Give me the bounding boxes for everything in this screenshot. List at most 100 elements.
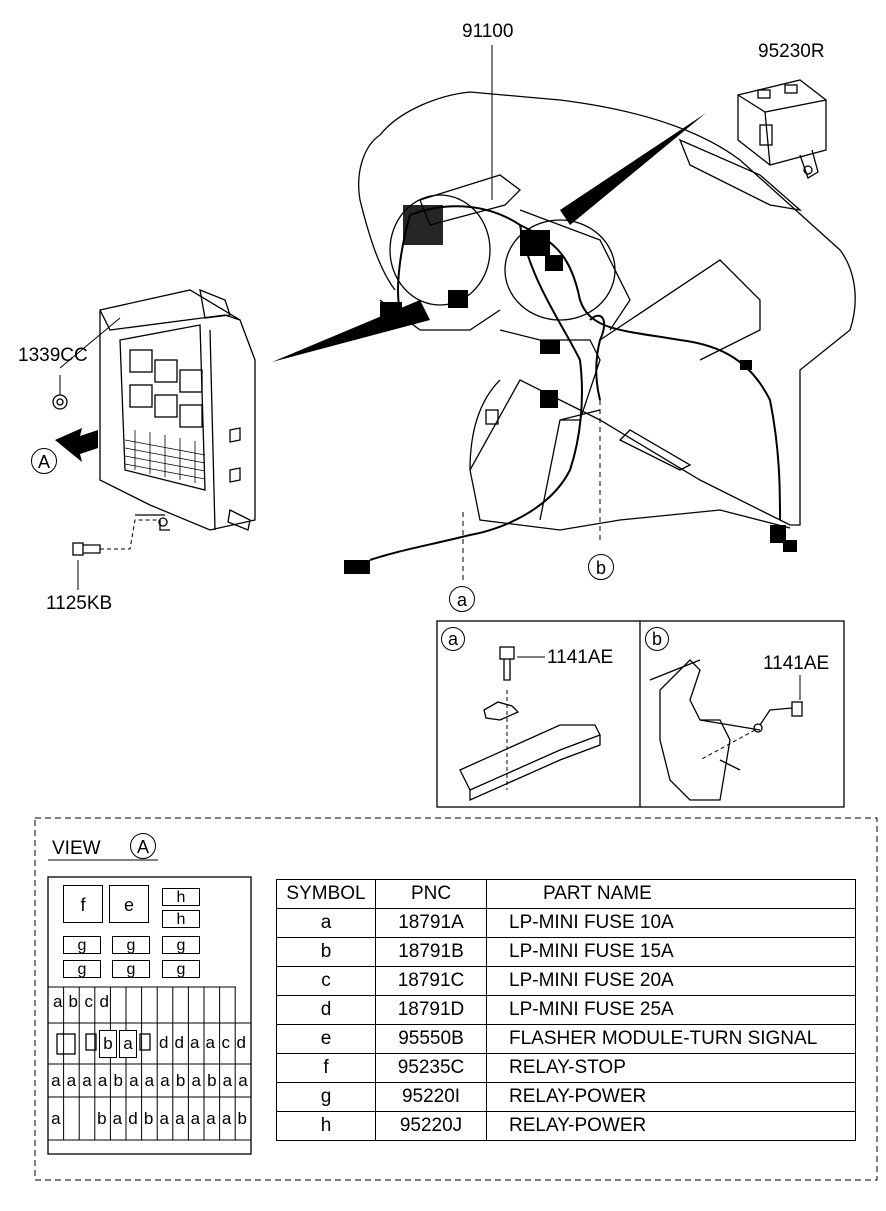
fuse-slot: c (84, 992, 94, 1011)
callout-1125kb: 1125KB (46, 593, 113, 614)
pnc-cell: 95220I (375, 1082, 487, 1112)
fuse-slot: a (129, 1071, 139, 1090)
inset-a-marker: a (441, 627, 465, 651)
detail-b-drawing (649, 659, 803, 801)
symbol-cell: e (276, 1024, 376, 1054)
part-name-cell: RELAY-POWER (486, 1111, 856, 1141)
callout-1141ae-b: 1141AE (763, 653, 830, 674)
pnc-cell: 18791B (375, 937, 487, 967)
fuse-slot: a (205, 1033, 215, 1052)
view-title-marker: A (130, 833, 156, 859)
detail-b-marker: b (588, 554, 614, 580)
relay-e: e (109, 885, 149, 923)
fuse-slot: b (175, 1071, 186, 1090)
view-a-marker: A (31, 448, 57, 474)
bolt-drawing (72, 519, 160, 590)
part-name-cell: LP-MINI FUSE 15A (486, 937, 856, 967)
fuse-slot: d (128, 1109, 138, 1128)
relay-g-2: g (112, 936, 150, 954)
fuse-slot: b (143, 1109, 154, 1128)
fuse-slot: c (221, 1033, 231, 1052)
part-name-cell: LP-MINI FUSE 25A (486, 995, 856, 1025)
relay-box-drawing (737, 79, 827, 179)
fuse-slot: a (238, 1071, 248, 1090)
symbol-cell: b (276, 937, 376, 967)
fuse-slot: a (221, 1109, 232, 1128)
fuse-slot: a (144, 1071, 155, 1090)
header-symbol: SYMBOL (276, 879, 376, 909)
relay-f: f (63, 885, 103, 923)
junction-box-drawing (99, 288, 256, 531)
fuse-slot: b (207, 1071, 217, 1090)
parts-table-header: SYMBOL PNC PART NAME (276, 879, 856, 909)
relay-g-4: g (63, 960, 101, 978)
view-title: VIEW (52, 838, 101, 859)
fuse-slot: a (66, 1071, 77, 1090)
fuse-slot: a (190, 1109, 201, 1128)
pnc-cell: 95235C (375, 1053, 487, 1083)
relay-g-3: g (162, 936, 200, 954)
fuse-slot: d (174, 1033, 184, 1052)
pnc-cell: 95550B (375, 1024, 487, 1054)
relay-h-2: h (162, 910, 200, 928)
callout-91100: 91100 (462, 21, 514, 42)
fuse-grid-verticals (48, 986, 236, 1140)
fuse-slot: a (51, 1109, 61, 1128)
leader-wedge-right (560, 113, 706, 225)
detail-a-marker: a (449, 586, 475, 612)
relay-h-1: h (162, 888, 200, 906)
fuse-slot: a (175, 1109, 185, 1128)
symbol-cell: a (276, 908, 376, 938)
fuse-slot-boxed: a (119, 1030, 137, 1058)
fuse-slot: d (99, 992, 109, 1011)
fuse-slot: a (191, 1071, 201, 1090)
callout-1339cc: 1339CC (18, 345, 88, 366)
fuse-slot: a (97, 1071, 108, 1090)
fuse-slot: a (222, 1071, 233, 1090)
fuse-slot: a (53, 992, 63, 1011)
fuse-grid-lines (48, 1022, 251, 1141)
connector-blocks (344, 205, 797, 574)
fuse-slot: b (113, 1071, 123, 1090)
pnc-cell: 18791D (375, 995, 487, 1025)
fuse-slot: d (236, 1033, 246, 1052)
callout-95230r: 95230R (758, 41, 825, 62)
fuse-slot: d (159, 1033, 169, 1052)
part-name-cell: RELAY-POWER (486, 1082, 856, 1112)
fuse-slot: a (159, 1109, 169, 1128)
view-a-arrow (55, 428, 98, 462)
inset-b-marker: b (645, 627, 669, 651)
relay-g-6: g (162, 960, 200, 978)
dashboard-drawing (358, 91, 856, 531)
callout-1141ae-a: 1141AE (547, 647, 614, 668)
fuse-slot: b (237, 1109, 247, 1128)
leader-wedge-left (272, 300, 430, 362)
symbol-cell: f (276, 1053, 376, 1083)
pnc-cell: 18791A (375, 908, 487, 938)
symbol-cell: c (276, 966, 376, 996)
part-name-cell: RELAY-STOP (486, 1053, 856, 1083)
detail-a-drawing (459, 646, 601, 802)
pnc-cell: 18791C (375, 966, 487, 996)
fuse-slot: a (51, 1071, 61, 1090)
relay-g-5: g (112, 960, 150, 978)
header-pnc: PNC (375, 879, 487, 909)
symbol-cell: g (276, 1082, 376, 1112)
fuse-slot-empty-3 (139, 1033, 151, 1051)
fuse-slot: b (97, 1109, 107, 1128)
view-a-frame (34, 817, 878, 1181)
part-name-cell: LP-MINI FUSE 20A (486, 966, 856, 996)
fuse-box-outline (47, 876, 252, 1155)
wiring-harness-drawing (369, 205, 781, 580)
symbol-cell: d (276, 995, 376, 1025)
fuse-slot-empty-1 (56, 1033, 76, 1055)
relay-g-1: g (63, 936, 101, 954)
fuse-slot: a (82, 1071, 92, 1090)
